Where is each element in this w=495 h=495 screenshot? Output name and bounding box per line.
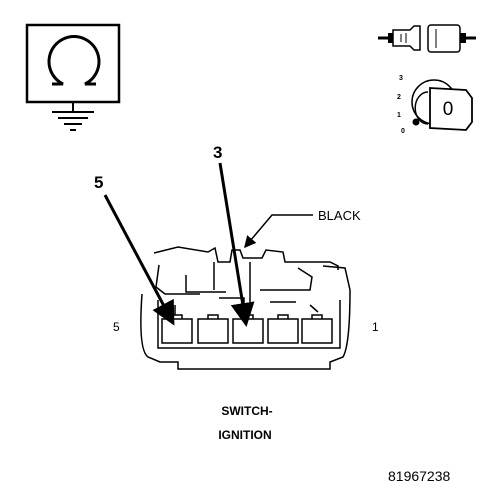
connector-caption-line1: SWITCH- bbox=[221, 404, 272, 418]
ohmmeter-ground-icon bbox=[25, 23, 121, 131]
key-position-label: 1 bbox=[397, 112, 401, 119]
key-position-label: 3 bbox=[399, 75, 403, 82]
ignition-key-icon: 3 2 1 0 0 bbox=[397, 75, 473, 135]
connector-halves-icon bbox=[378, 24, 476, 53]
part-number: 81967238 bbox=[388, 468, 451, 484]
key-position-label: 0 bbox=[401, 128, 405, 135]
callout-leader-pin-5 bbox=[103, 194, 175, 326]
connector-body bbox=[140, 246, 351, 370]
callout-pin-3-label: 3 bbox=[213, 143, 222, 162]
connector-caption-line2: IGNITION bbox=[218, 428, 271, 442]
key-position-label: 2 bbox=[397, 94, 401, 101]
key-cylinder-label: 0 bbox=[443, 99, 454, 120]
wire-color-leader bbox=[244, 214, 313, 249]
connector-end-right-label: 1 bbox=[372, 320, 379, 334]
wire-color-label: BLACK bbox=[318, 208, 361, 223]
connector-end-left-label: 5 bbox=[113, 320, 120, 334]
callout-leader-pin-3 bbox=[218, 162, 255, 327]
callout-pin-5-label: 5 bbox=[94, 173, 103, 192]
